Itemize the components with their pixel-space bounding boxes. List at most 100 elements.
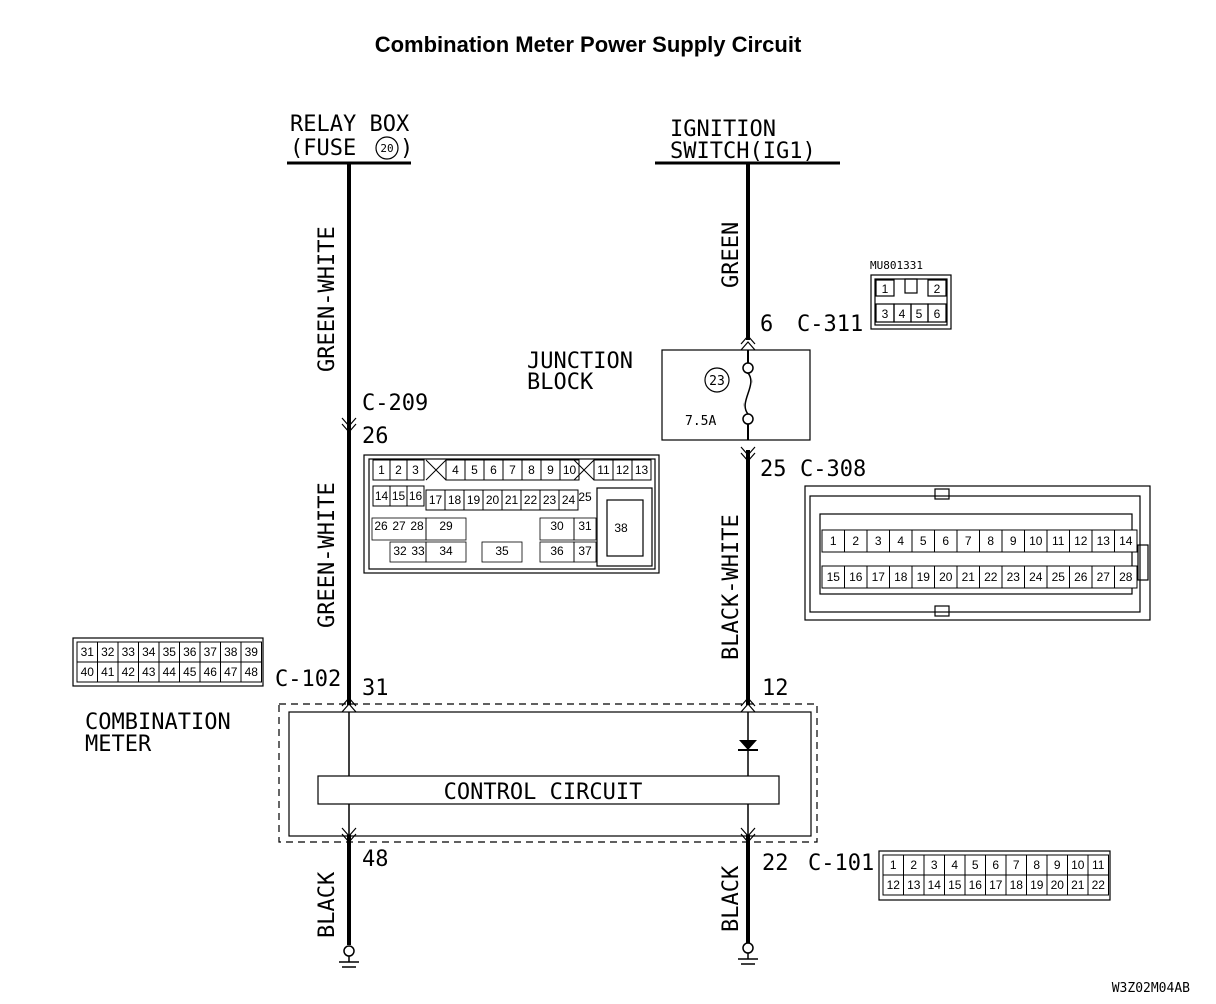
ignition-label-1: IGNITION: [670, 117, 776, 142]
c102-pin-39: 39: [245, 645, 259, 659]
c101-pin-19: 19: [1030, 878, 1044, 892]
c101-pin-15: 15: [948, 878, 962, 892]
c209-pin-26: 26: [374, 519, 388, 533]
c209-pin-24: 24: [562, 493, 576, 507]
c308-id: C-308: [800, 457, 866, 482]
c311-connector-mark: [740, 335, 756, 351]
wire-label-black-left: BLACK: [315, 871, 340, 938]
c308-pin-3: 3: [875, 534, 882, 548]
c101-pin-1: 1: [890, 858, 897, 872]
c308-connector-mark: [740, 446, 756, 462]
c209-pin-33: 33: [411, 544, 425, 558]
c101-pin-9: 9: [1054, 858, 1061, 872]
c101-pin-16: 16: [969, 878, 983, 892]
c209-pin-29: 29: [439, 519, 453, 533]
wire-label-black-white: BLACK-WHITE: [719, 514, 744, 660]
ground-left-icon: [339, 945, 359, 968]
c102-pin-33: 33: [122, 645, 136, 659]
c101-pin-22: 22: [1092, 878, 1106, 892]
c209-pin-32: 32: [393, 544, 407, 558]
junction-block-box: [661, 349, 811, 441]
c102-pin-32: 32: [101, 645, 115, 659]
c308-pin-14: 14: [1119, 534, 1133, 548]
c102-pin-42: 42: [122, 665, 136, 679]
c209-pin-22: 22: [524, 493, 538, 507]
relay-box-fuse-prefix: (FUSE: [290, 136, 356, 161]
c101-pin-14: 14: [928, 878, 942, 892]
wire-label-green: GREEN: [719, 222, 744, 288]
meter-dashed-outline: [278, 703, 818, 843]
diode-icon: [738, 740, 758, 751]
meter-pin-12: 12: [762, 676, 789, 701]
c308-pin-10: 10: [1029, 534, 1043, 548]
c102-id: C-102: [275, 667, 341, 692]
figure-code: W3Z02M04AB: [1112, 981, 1190, 996]
c101-pin-12: 12: [887, 878, 901, 892]
c308-pin-11: 11: [1052, 534, 1065, 548]
c101-pin-6: 6: [992, 858, 999, 872]
relay-box-fuse-suffix: ): [400, 136, 413, 161]
c209-pin-19: 19: [467, 493, 481, 507]
c209-pin-30: 30: [550, 519, 564, 533]
wire-label-green-white-lower: GREEN-WHITE: [315, 482, 340, 628]
c101-pin-11: 11: [1092, 858, 1105, 872]
c102-pin-43: 43: [142, 665, 156, 679]
c308-pin-27: 27: [1097, 570, 1111, 584]
c311-pin: 6: [760, 312, 773, 337]
c102-pin-31: 31: [81, 645, 95, 659]
fuse-terminal-top: [742, 362, 754, 374]
meter-label-2: METER: [85, 732, 152, 757]
c101-pin: 22: [762, 851, 789, 876]
c101-id: C-101: [808, 851, 874, 876]
c209-pin-21: 21: [505, 493, 519, 507]
c311-id: C-311: [797, 312, 863, 337]
c209-id: C-209: [362, 391, 428, 416]
c101-pin-20: 20: [1051, 878, 1065, 892]
c209-pin-35: 35: [495, 544, 509, 558]
c308-pin-1: 1: [830, 534, 837, 548]
c308-pin-2: 2: [852, 534, 859, 548]
c209-pin-36: 36: [550, 544, 564, 558]
c209-pin-27: 27: [392, 519, 406, 533]
c102-pin: 31: [362, 676, 389, 701]
c308-pin-16: 16: [849, 570, 863, 584]
c101-pin-13: 13: [907, 878, 921, 892]
wire-label-green-white-upper: GREEN-WHITE: [315, 226, 340, 372]
c308-pin-18: 18: [894, 570, 908, 584]
c209-pin: 26: [362, 424, 389, 449]
c209-pin-9: 9: [547, 463, 554, 477]
junction-block-label-2: BLOCK: [527, 370, 594, 395]
c311-part-number: MU801331: [870, 259, 923, 272]
c102-pin-37: 37: [204, 645, 218, 659]
wire-label-black-right: BLACK: [719, 865, 744, 932]
control-circuit-label: CONTROL CIRCUIT: [444, 780, 643, 805]
c209-pin-16: 16: [409, 489, 423, 503]
c308-pin-7: 7: [965, 534, 972, 548]
c102-pin-44: 44: [163, 665, 177, 679]
relay-box-label: RELAY BOX: [290, 112, 410, 137]
c209-pin-34: 34: [439, 544, 453, 558]
c308-pin-24: 24: [1029, 570, 1043, 584]
c311-pin-1: 1: [882, 282, 889, 296]
c101-pin-8: 8: [1033, 858, 1040, 872]
c209-pin-3: 3: [412, 463, 419, 477]
c308-pin-4: 4: [897, 534, 904, 548]
c311-pin-6: 6: [934, 307, 941, 321]
diagram-title: Combination Meter Power Supply Circuit: [375, 32, 802, 57]
c308-pin-28: 28: [1119, 570, 1133, 584]
fuse-23-number: 23: [709, 374, 725, 389]
c308-pin: 25: [760, 457, 787, 482]
fuse-23-circle: [704, 367, 730, 393]
c311-connector-face: 1 2 3 4 5 6: [870, 274, 952, 330]
c209-pin-14: 14: [375, 489, 389, 503]
c308-pin-13: 13: [1097, 534, 1111, 548]
c209-pin-10: 10: [563, 463, 577, 477]
c209-pin-2: 2: [395, 463, 402, 477]
meter-right-lower-mark: [740, 827, 756, 843]
c308-pin-21: 21: [962, 570, 976, 584]
c209-pin-4: 4: [452, 463, 459, 477]
control-circuit-box: [317, 775, 780, 805]
